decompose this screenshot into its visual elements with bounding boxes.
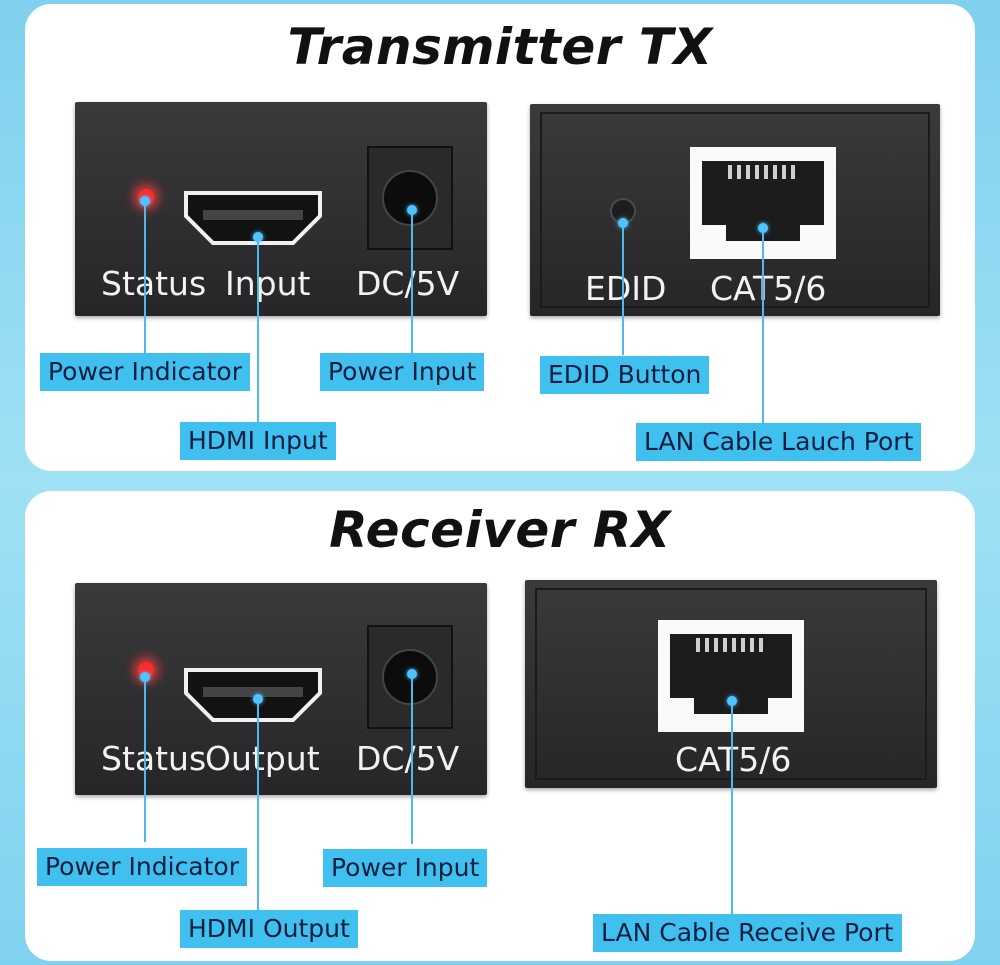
tx-line-power-indicator (144, 201, 146, 353)
rx-status-label: Status (101, 739, 207, 778)
tx-callout-lan-port: LAN Cable Lauch Port (636, 423, 922, 461)
rx-callout-hdmi-output: HDMI Output (180, 910, 358, 948)
tx-line-lan (762, 228, 764, 423)
tx-callout-power-indicator: Power Indicator (40, 353, 251, 391)
transmitter-title: Transmitter TX (287, 18, 713, 76)
rx-cat-label: CAT5/6 (675, 740, 792, 779)
tx-edid-label: EDID (585, 269, 667, 308)
tx-line-hdmi (257, 237, 259, 422)
tx-front-device: Status Input DC/5V (75, 102, 487, 316)
transmitter-panel: Transmitter TX Status Input DC/5V EDI (25, 4, 975, 471)
rx-callout-lan-port: LAN Cable Receive Port (593, 914, 902, 952)
rx-line-hdmi (257, 699, 259, 913)
rx-dot-power-input (407, 669, 417, 679)
tx-dot-hdmi (253, 232, 263, 242)
receiver-title: Receiver RX (329, 501, 671, 559)
tx-back-bezel (540, 112, 930, 308)
rx-front-device: Status Output DC/5V (75, 583, 487, 795)
rx-line-lan (731, 701, 733, 916)
tx-rj45-port-icon (690, 147, 836, 259)
tx-status-label: Status (101, 264, 207, 303)
rx-callout-power-indicator: Power Indicator (37, 848, 248, 886)
rx-dot-lan (727, 696, 737, 706)
rx-dot-power-indicator (140, 672, 150, 682)
receiver-panel: Receiver RX Status Output DC/5V CAT5/6 (25, 491, 975, 961)
tx-dot-power-input (407, 205, 417, 215)
tx-line-edid (622, 223, 624, 355)
tx-back-device: EDID CAT5/6 (530, 104, 940, 316)
tx-dot-power-indicator (140, 196, 150, 206)
rx-dc-label: DC/5V (356, 739, 460, 778)
tx-hdmi-port-icon (184, 191, 322, 245)
rx-output-label: Output (205, 739, 320, 778)
tx-callout-edid-button: EDID Button (540, 356, 710, 394)
tx-callout-power-input: Power Input (320, 353, 485, 391)
rx-line-power-input (411, 674, 413, 844)
rx-callout-power-input: Power Input (323, 849, 488, 887)
tx-dc-jack-icon (382, 170, 438, 226)
tx-dot-edid (618, 218, 628, 228)
rx-line-power-indicator (144, 677, 146, 842)
tx-callout-hdmi-input: HDMI Input (180, 422, 336, 460)
tx-dc-port-box (367, 146, 453, 250)
tx-input-label: Input (225, 264, 311, 303)
tx-cat-label: CAT5/6 (710, 269, 827, 308)
tx-dot-lan (758, 223, 768, 233)
tx-dc-label: DC/5V (356, 264, 460, 303)
rx-dot-hdmi (253, 694, 263, 704)
rx-rj45-port-icon (658, 620, 804, 732)
tx-line-power-input (411, 210, 413, 353)
